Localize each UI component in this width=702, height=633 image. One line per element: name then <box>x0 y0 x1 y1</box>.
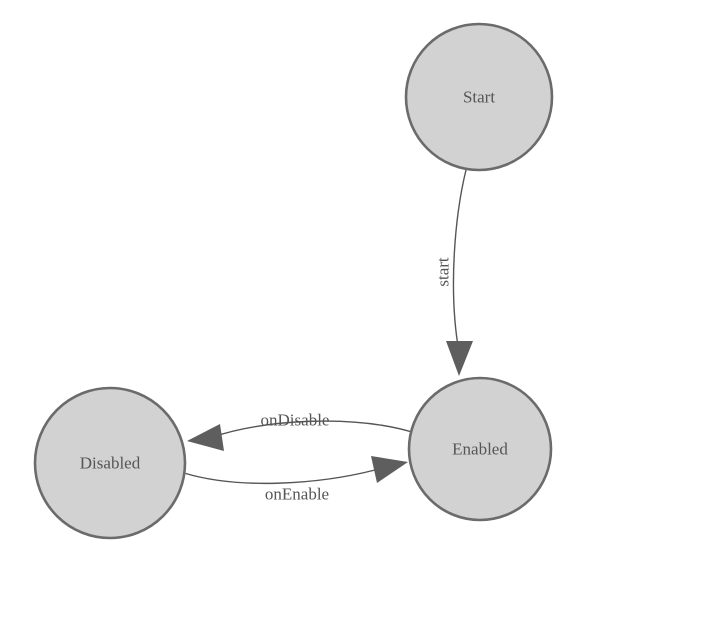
state-node-enabled[interactable]: Enabled <box>407 376 553 522</box>
edge-label-on-disable: onDisable <box>261 411 330 430</box>
edge-path-start <box>452 169 467 353</box>
state-node-disabled-label: Disabled <box>80 454 141 473</box>
edge-start-to-enabled[interactable]: start <box>434 169 474 376</box>
state-node-start-circle <box>404 22 554 172</box>
edge-label-start: start <box>434 257 453 287</box>
edge-path-on-disable <box>212 420 413 438</box>
state-node-enabled-circle <box>407 376 553 522</box>
arrowhead-icon-start <box>446 341 473 376</box>
state-node-enabled-label: Enabled <box>452 440 508 459</box>
state-node-disabled[interactable]: Disabled <box>33 386 187 540</box>
edge-label-on-enable: onEnable <box>265 485 329 504</box>
state-node-start-label: Start <box>463 88 495 107</box>
state-node-disabled-circle <box>33 386 187 540</box>
edge-enabled-to-disabled[interactable]: onDisable <box>187 411 413 452</box>
state-node-start[interactable]: Start <box>404 22 554 172</box>
edge-path-on-enable <box>183 469 376 485</box>
edge-disabled-to-enabled[interactable]: onEnable <box>183 456 408 504</box>
arrowhead-icon-on-disable <box>187 424 224 451</box>
arrowhead-icon-on-enable <box>371 456 408 483</box>
